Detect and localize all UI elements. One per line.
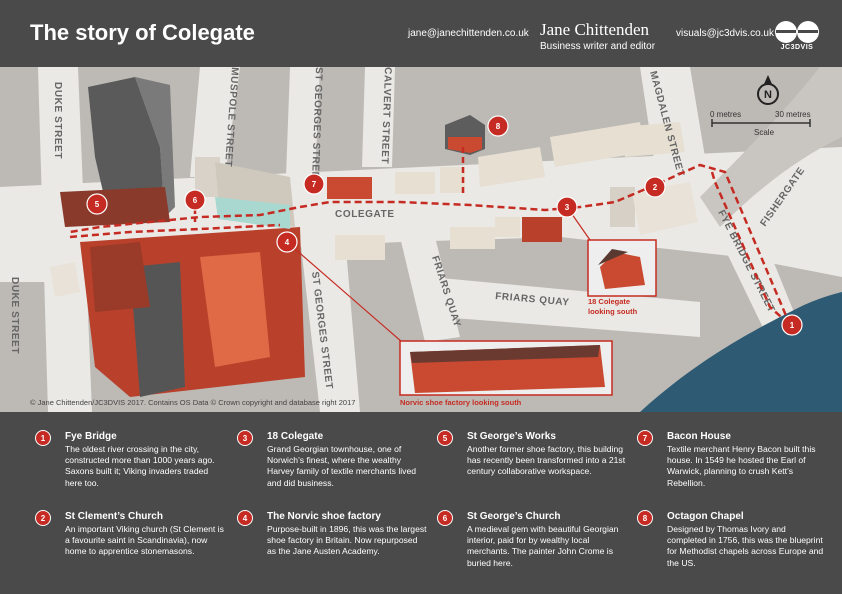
map-marker-1[interactable]: 1	[781, 314, 803, 336]
legend-badge-7: 7	[637, 430, 653, 446]
legend-body-7: Textile merchant Henry Bacon built this …	[667, 444, 816, 488]
svg-text:4: 4	[285, 238, 290, 247]
legend-title-8: Octagon Chapel	[667, 511, 744, 522]
building-st-georges-church	[195, 157, 295, 229]
legend-badge-5: 5	[437, 430, 453, 446]
colegate-buildings	[335, 122, 685, 260]
inset-norvic: Norvic shoe factory looking south	[399, 340, 613, 407]
email-link-visuals[interactable]: visuals@jc3dvis.co.uk	[676, 28, 774, 39]
brand-tagline: Business writer and editor	[540, 41, 656, 52]
north-arrow-icon: N	[757, 75, 779, 105]
street-label-st-georges-top: ST GEORGES STREET	[309, 67, 324, 186]
legend-badge-6: 6	[437, 510, 453, 526]
svg-text:5: 5	[95, 200, 100, 209]
map-canvas: DUKE STREET DUKE STREET MUSPOLE STREET S…	[0, 67, 842, 412]
small-building	[50, 262, 80, 297]
building-octagon-chapel	[445, 115, 485, 155]
svg-text:1: 1	[790, 321, 795, 330]
map-marker-5[interactable]: 5	[86, 193, 108, 215]
legend-title-1: Fye Bridge	[65, 431, 117, 442]
map-marker-7[interactable]: 7	[303, 173, 325, 195]
legend-body-6: A medieval gem with beautiful Georgian i…	[467, 524, 619, 568]
copyright: © Jane Chittenden/JC3DVIS 2017. Contains…	[30, 398, 355, 407]
map-marker-3[interactable]: 3	[556, 196, 578, 218]
pointer-line-norvic	[286, 241, 403, 343]
legend-body-2: An important Viking church (St Clement i…	[65, 524, 224, 557]
street-label-calvert: CALVERT STREET	[379, 67, 393, 164]
legend-title-4: The Norvic shoe factory	[267, 511, 381, 522]
header: The story of Colegate jane@janechittende…	[0, 0, 842, 67]
walking-route	[69, 163, 792, 326]
land-block	[700, 67, 842, 227]
scale-start: 0 metres	[710, 110, 741, 119]
building-18-colegate	[522, 217, 562, 242]
street-label-duke-top: DUKE STREET	[52, 82, 63, 159]
north-label: N	[764, 89, 772, 101]
page-title: The story of Colegate	[30, 20, 255, 45]
scale-end: 30 metres	[775, 110, 811, 119]
legend-badge-2: 2	[35, 510, 51, 526]
scale-bar: 0 metres 30 metres Scale	[710, 110, 811, 137]
legend-badge-1: 1	[35, 430, 51, 446]
building-norvic-factory	[80, 227, 305, 397]
inset-18-colegate: 18 Colegate looking south	[587, 239, 657, 316]
svg-text:7: 7	[312, 180, 317, 189]
svg-text:6: 6	[193, 196, 198, 205]
map-marker-4[interactable]: 4	[276, 231, 298, 253]
legend-title-3: 18 Colegate	[267, 431, 324, 442]
logo-text: JC3DVIS	[780, 44, 814, 51]
svg-text:8: 8	[496, 122, 501, 131]
legend: 1 Fye Bridge The oldest river crossing i…	[0, 412, 842, 594]
legend-body-3: Grand Georgian townhouse, one of Norwich…	[267, 444, 417, 488]
legend-title-2: St Clement’s Church	[65, 511, 163, 522]
brand-name: Jane Chittenden	[540, 20, 650, 39]
inset-norvic-label: Norvic shoe factory looking south	[400, 398, 522, 407]
walking-route-return	[710, 171, 791, 326]
svg-text:2: 2	[653, 183, 658, 192]
legend-badge-3: 3	[237, 430, 253, 446]
inset-18-label-line1: 18 Colegate	[588, 297, 630, 306]
walking-route-lower	[69, 223, 281, 239]
legend-badge-4: 4	[237, 510, 253, 526]
email-link-jane[interactable]: jane@janechittenden.co.uk	[408, 28, 529, 39]
map-area[interactable]: DUKE STREET DUKE STREET MUSPOLE STREET S…	[0, 67, 842, 412]
legend-body-5: Another former shoe factory, this buildi…	[467, 444, 626, 477]
legend-title-6: St George’s Church	[467, 511, 561, 522]
scale-label: Scale	[754, 128, 775, 137]
map-marker-6[interactable]: 6	[184, 189, 206, 211]
map-marker-2[interactable]: 2	[644, 176, 666, 198]
map-marker-8[interactable]: 8	[487, 115, 509, 137]
inset-18-label-line2: looking south	[588, 307, 638, 316]
building-st-georges-works	[60, 77, 175, 227]
legend-body-1: The oldest river crossing in the city, c…	[65, 444, 215, 488]
legend-title-7: Bacon House	[667, 431, 731, 442]
legend-title-5: St George’s Works	[467, 431, 556, 442]
legend-badge-8: 8	[637, 510, 653, 526]
legend-body-4: Purpose-built in 1896, this was the larg…	[267, 524, 427, 557]
street-label-duke-bottom: DUKE STREET	[9, 277, 20, 354]
building-bacon-house	[327, 177, 372, 199]
svg-text:3: 3	[565, 203, 570, 212]
legend-body-8: Designed by Thomas Ivory and completed i…	[667, 524, 824, 568]
street-label-colegate: COLEGATE	[335, 209, 395, 220]
jc3dvis-logo-icon	[775, 21, 819, 43]
